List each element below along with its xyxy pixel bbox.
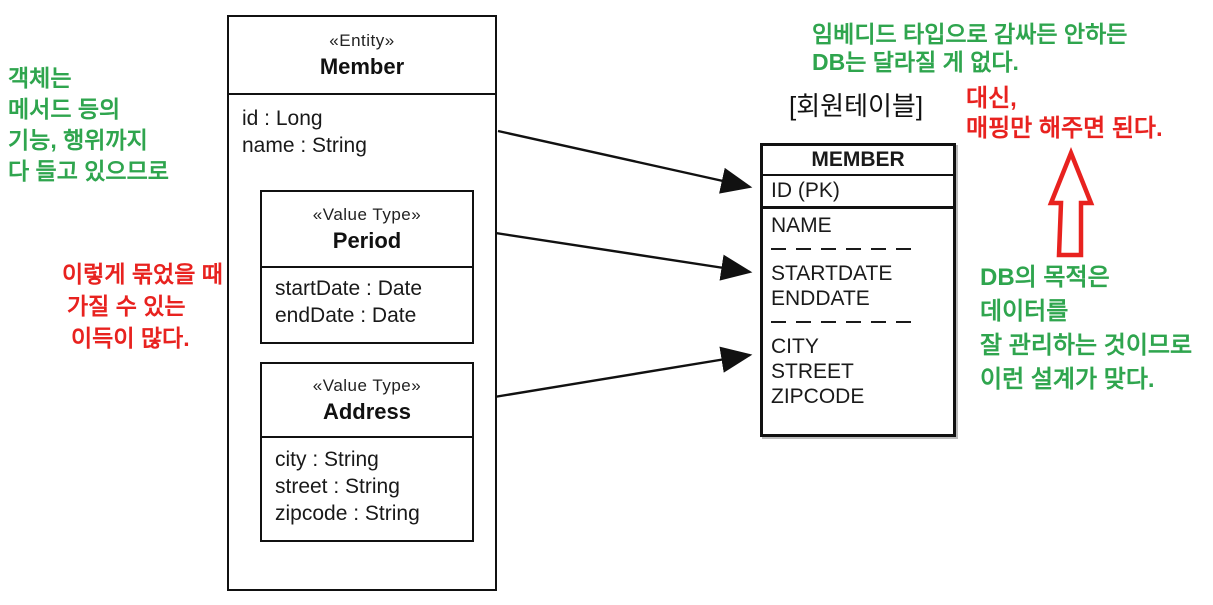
db-table-caption: [회원테이블]: [789, 91, 924, 121]
address-attribute-zipcode: zipcode : String: [275, 502, 420, 525]
note-line: 잘 관리하는 것이므로: [980, 332, 1193, 359]
note-line: 기능, 행위까지: [8, 127, 148, 153]
db-row-street: STREET: [771, 360, 854, 383]
member-stereotype: «Entity»: [329, 30, 395, 50]
address-stereotype: «Value Type»: [312, 375, 422, 395]
note-line: DB는 달라질 게 없다.: [812, 49, 1019, 75]
address-attribute-city: city : String: [275, 448, 379, 471]
db-row-zipcode: ZIPCODE: [771, 385, 865, 408]
dashed-separator: [771, 248, 921, 250]
note-line: 메서드 등의: [8, 96, 121, 122]
address-name: Address: [322, 398, 412, 424]
mapping-arrow-member-to-id: [497, 129, 753, 194]
db-row-city: CITY: [771, 335, 819, 358]
address-header: «Value Type» Address: [262, 364, 472, 438]
note-line: 객체는: [8, 65, 72, 91]
note-line: 데이터를: [980, 298, 1069, 325]
mapping-arrow-period-to-dates: [475, 228, 753, 281]
note-line: DB의 목적은: [980, 264, 1110, 291]
period-attributes: startDate : Date endDate : Date: [262, 268, 472, 339]
period-valuetype-box: «Value Type» Period startDate : Date end…: [260, 190, 474, 344]
note-line: 임베디드 타입으로 감싸든 안하든: [812, 21, 1128, 47]
member-attribute-name: name : String: [242, 134, 367, 157]
note-line: 이런 설계가 맞다.: [980, 366, 1155, 393]
dashed-separator: [771, 321, 921, 323]
note-object-has-behavior: 객체는 메서드 등의 기능, 행위까지 다 들고 있으므로: [8, 63, 169, 187]
db-table-body: NAME STARTDATE ENDDATE CITY STREET ZIPCO…: [763, 209, 953, 413]
db-table-name: MEMBER: [763, 146, 953, 176]
period-attribute-enddate: endDate : Date: [275, 304, 417, 327]
period-name: Period: [332, 227, 402, 253]
note-line: 다 들고 있으므로: [8, 158, 169, 184]
note-line: 이득이 많다.: [71, 325, 190, 351]
address-valuetype-box: «Value Type» Address city : String stree…: [260, 362, 474, 542]
note-line: 이렇게 묶었을 때: [62, 261, 223, 287]
period-attribute-startdate: startDate : Date: [275, 277, 423, 300]
member-name: Member: [319, 53, 405, 79]
note-just-mapping: 대신, 매핑만 해주면 된다.: [966, 84, 1163, 144]
db-row-startdate: STARTDATE: [771, 262, 893, 285]
address-attributes: city : String street : String zipcode : …: [262, 438, 472, 537]
address-attribute-street: street : String: [275, 475, 400, 498]
note-db-purpose: DB의 목적은 데이터를 잘 관리하는 것이므로 이런 설계가 맞다.: [980, 261, 1192, 397]
member-entity-header: «Entity» Member: [229, 17, 495, 95]
note-line: 가질 수 있는: [67, 293, 186, 319]
member-entity-box: «Entity» Member id : Long name : String …: [227, 15, 497, 591]
db-row-name: NAME: [771, 214, 832, 237]
note-db-unchanged: 임베디드 타입으로 감싸든 안하든 DB는 달라질 게 없다.: [812, 20, 1127, 76]
member-attribute-id: id : Long: [242, 107, 323, 130]
period-header: «Value Type» Period: [262, 192, 472, 268]
note-line: 매핑만 해주면 된다.: [966, 115, 1163, 142]
mapping-arrow-address-to-address-cols: [475, 346, 753, 402]
note-grouping-benefits: 이렇게 묶었을 때 가질 수 있는 이득이 많다.: [62, 258, 223, 354]
note-line: 대신,: [966, 85, 1017, 112]
red-up-arrow-icon: [1047, 146, 1095, 258]
db-row-id-pk: ID (PK): [763, 176, 953, 209]
member-db-table: MEMBER ID (PK) NAME STARTDATE ENDDATE CI…: [760, 143, 956, 437]
member-attributes: id : Long name : String: [229, 95, 495, 169]
period-stereotype: «Value Type»: [312, 204, 422, 224]
db-row-enddate: ENDDATE: [771, 287, 870, 310]
